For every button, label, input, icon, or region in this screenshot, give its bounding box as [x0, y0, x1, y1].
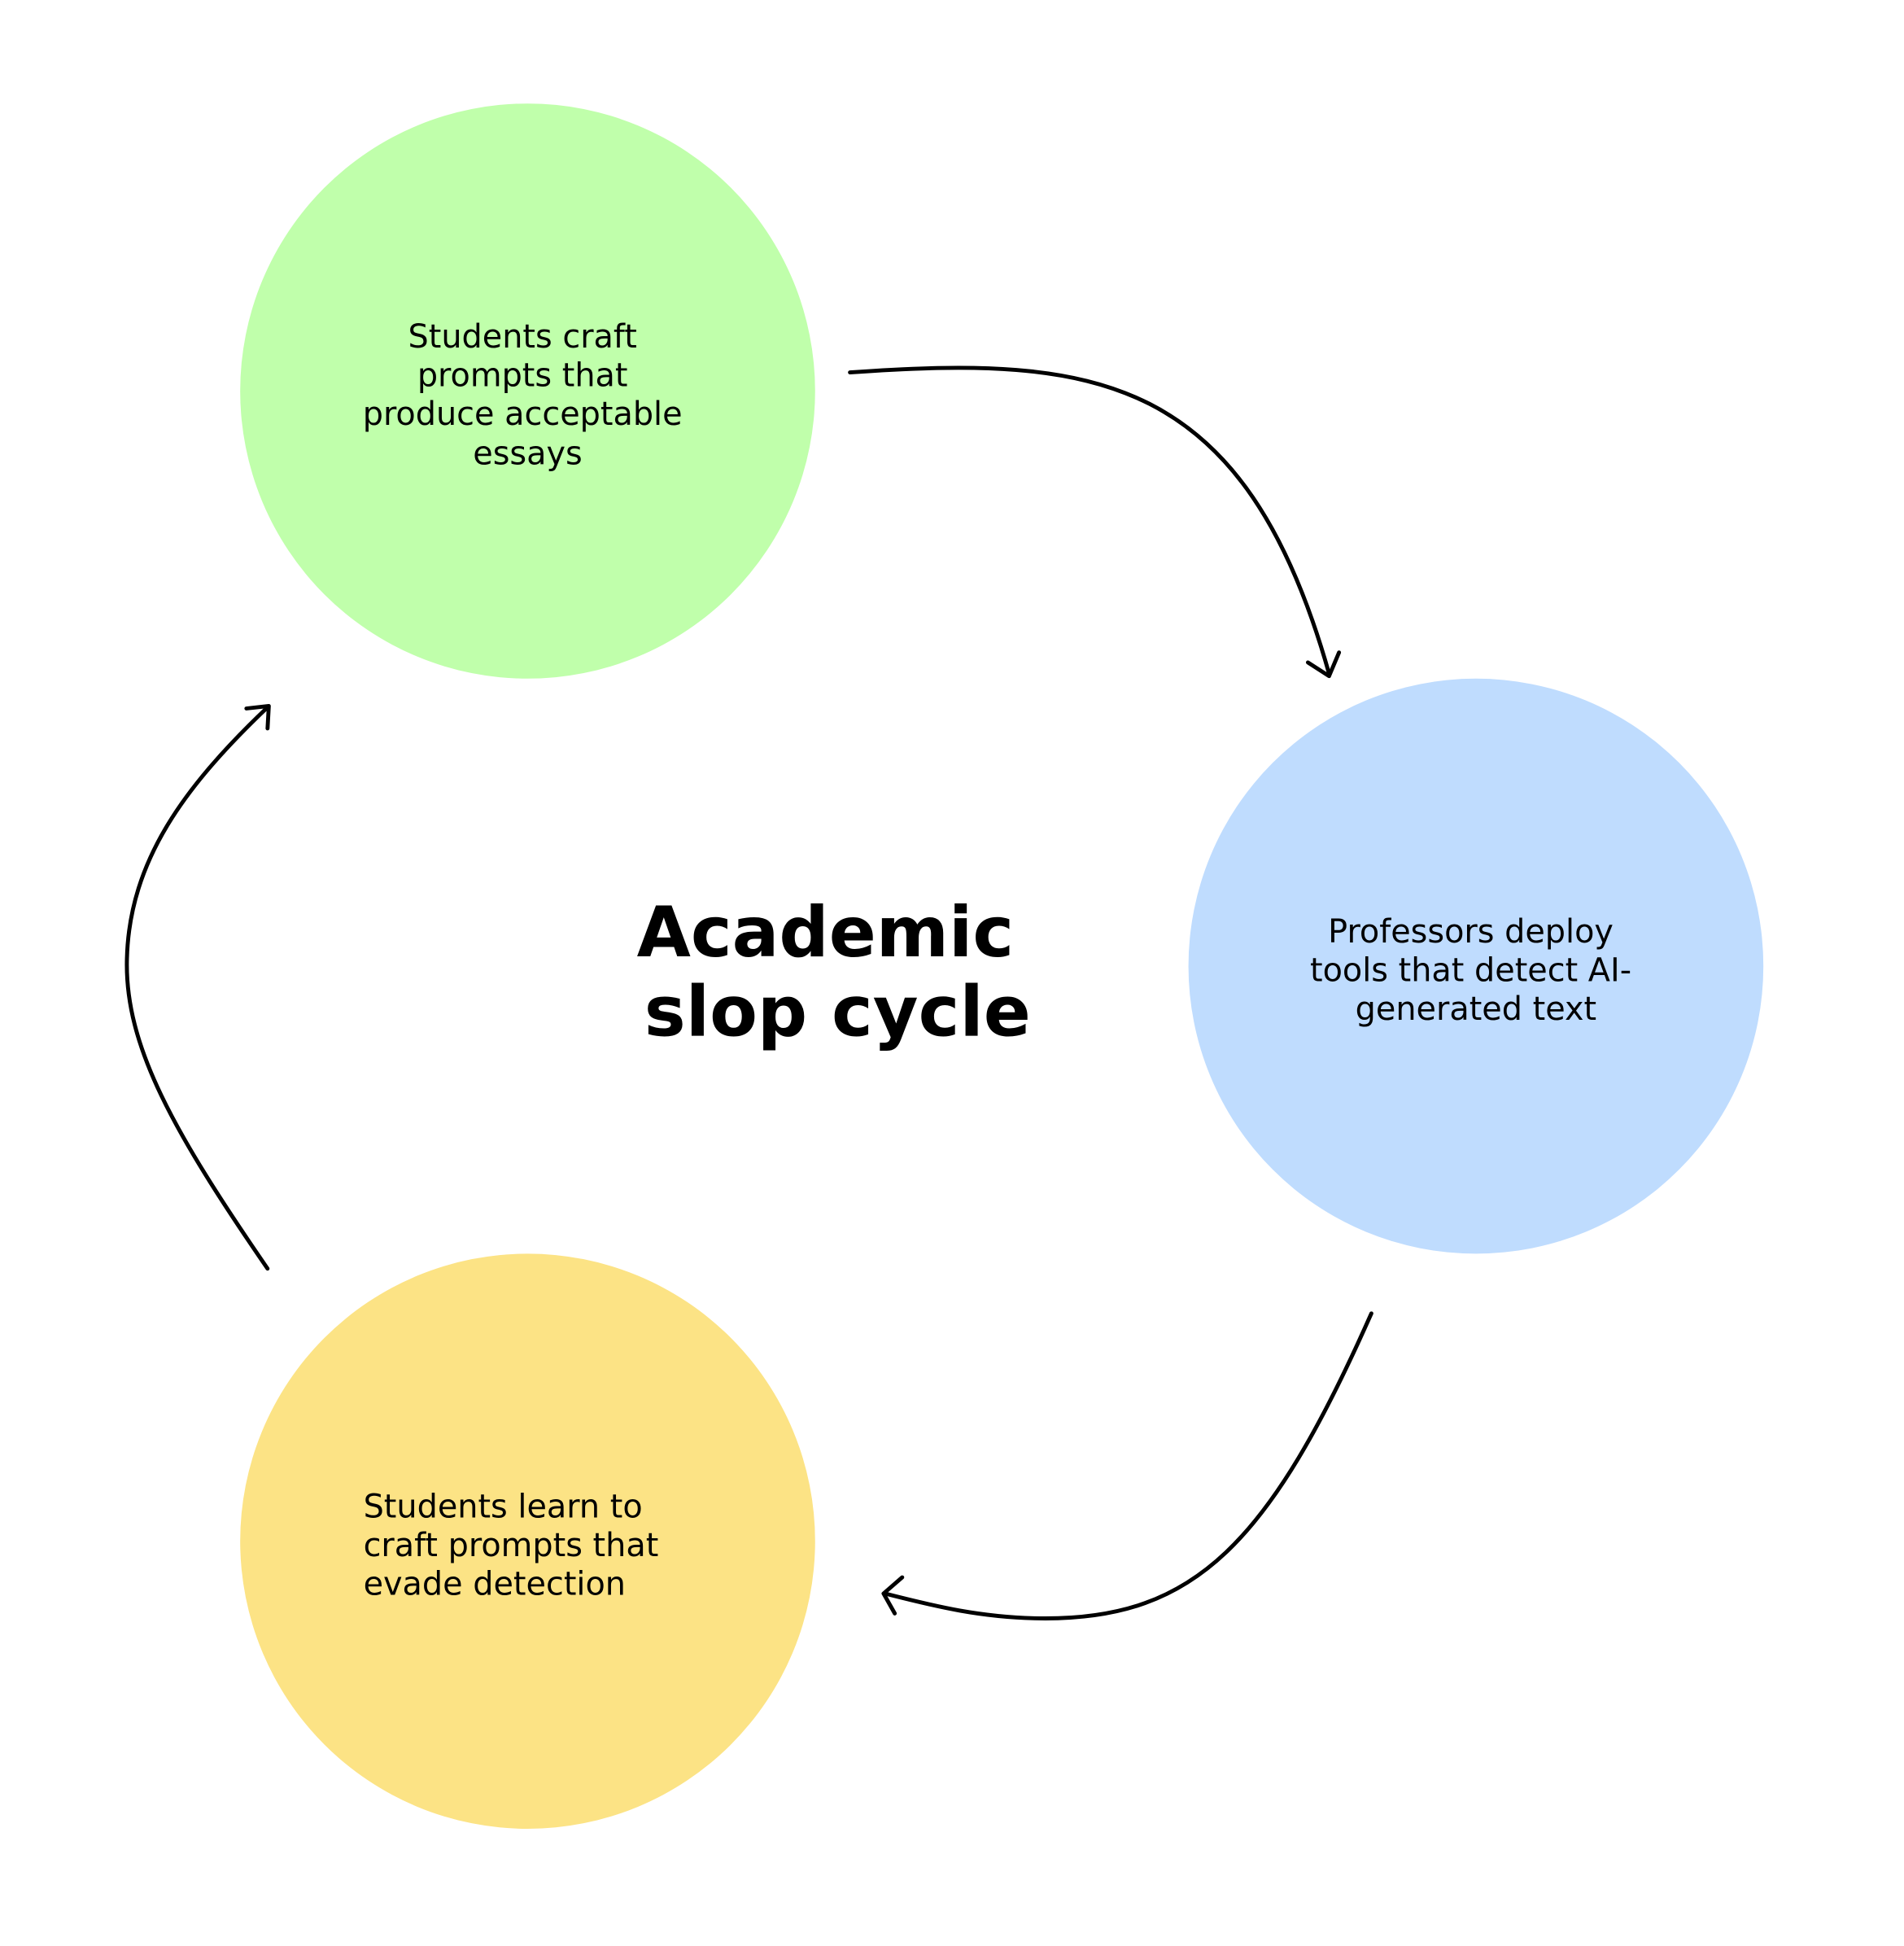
node-text-students-learn: Students learn to craft prompts that eva…: [364, 1489, 669, 1603]
node-circle-students-craft: [240, 103, 815, 679]
text-line: prompts that: [417, 356, 628, 394]
arrow-to-professors: [848, 365, 1342, 679]
text-line: generated text: [1356, 990, 1596, 1028]
node-text-professors-deploy: Professors deploy tools that detect AI- …: [1310, 913, 1642, 1028]
node-circle-professors-deploy: [1188, 678, 1764, 1254]
text-line: Professors deploy: [1328, 913, 1614, 951]
diagram-title: Academic slop cycle: [637, 893, 1038, 1053]
text-line: produce acceptable: [363, 396, 683, 433]
text-line: Students learn to: [364, 1489, 643, 1526]
title-line: slop cycle: [644, 973, 1031, 1053]
text-line: craft prompts that: [364, 1527, 659, 1564]
text-line: tools that detect AI-: [1310, 951, 1631, 989]
arrow-to-students-craft: [124, 703, 271, 1271]
text-line: Students craft: [408, 318, 637, 356]
title-line: Academic: [637, 893, 1015, 973]
text-line: evade detection: [364, 1565, 626, 1603]
node-text-students-craft: Students craft prompts that produce acce…: [363, 318, 692, 473]
text-line: essays: [473, 435, 582, 473]
node-circle-students-learn: [240, 1253, 815, 1829]
arrow-to-students-learn: [881, 1311, 1373, 1620]
